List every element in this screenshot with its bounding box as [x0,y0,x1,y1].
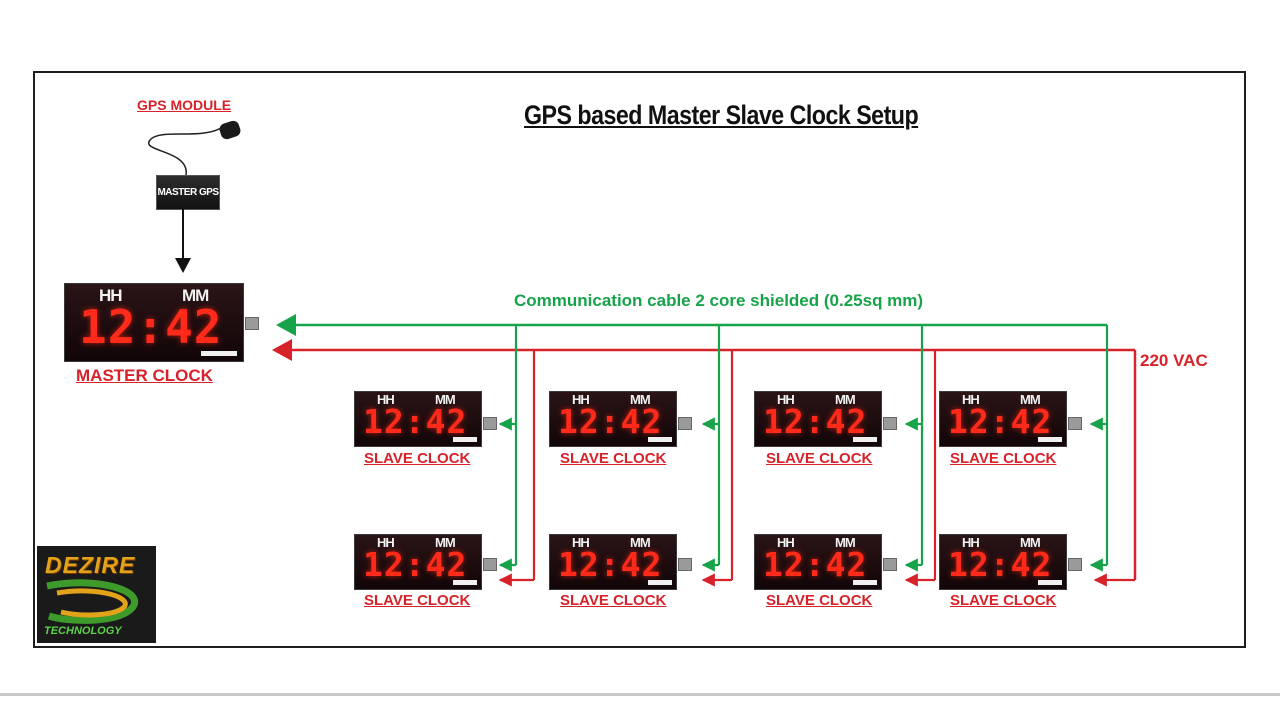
slave-clock-label: SLAVE CLOCK [950,450,1057,467]
slave-connector [1068,558,1082,571]
slave-clock-label: SLAVE CLOCK [766,592,873,609]
slave-clock-label: SLAVE CLOCK [950,592,1057,609]
slave-clock-label: SLAVE CLOCK [560,592,667,609]
gps-arrowhead [175,258,191,273]
slave-clock-sticker [1038,580,1062,585]
slave-clock-6: HH MM 12:42 [549,534,677,590]
logo-subtitle: TECHNOLOGY [44,625,122,637]
slave-connector [1068,417,1082,430]
slave-time-display: 12:42 [363,402,468,441]
slave-hh-label: HH [962,392,980,407]
slave-clock-4: HH MM 12:42 [939,391,1067,447]
communication-cable-label: Communication cable 2 core shielded (0.2… [514,291,924,310]
slave-clock-label: SLAVE CLOCK [766,450,873,467]
slave-time-display: 12:42 [363,545,468,584]
slave-hh-label: HH [777,392,795,407]
slave-clock-1: HH MM 12:42 [354,391,482,447]
slave-connector [883,558,897,571]
slave-clock-label: SLAVE CLOCK [560,450,667,467]
slave-clock-5: HH MM 12:42 [354,534,482,590]
slave-clock-label: SLAVE CLOCK [364,450,471,467]
slave-mm-label: MM [835,392,856,407]
master-clock-label: MASTER CLOCK [76,366,213,385]
slave-mm-label: MM [435,535,456,550]
slave-hh-label: HH [962,535,980,550]
logo-swoosh-icon [46,579,138,624]
slave-clock-sticker [453,437,477,442]
slave-mm-label: MM [435,392,456,407]
slave-connector [483,558,497,571]
slave-hh-label: HH [377,535,395,550]
slave-time-display: 12:42 [763,402,868,441]
slave-mm-label: MM [1020,392,1041,407]
slave-connector [678,558,692,571]
diagram-frame [33,71,1246,648]
gps-module-label: GPS MODULE [137,97,232,113]
slave-time-display: 12:42 [948,402,1053,441]
master-hh-label: HH [99,286,123,305]
slave-hh-label: HH [777,535,795,550]
slave-clock-3: HH MM 12:42 [754,391,882,447]
gps-module-box: MASTER GPS [156,175,220,210]
slave-connector [883,417,897,430]
slave-clock-sticker [648,437,672,442]
slave-mm-label: MM [835,535,856,550]
slave-clock-sticker [648,580,672,585]
company-logo: DEZIRE TECHNOLOGY [37,546,156,643]
communication-drops [498,325,1109,572]
slave-clock-sticker [853,437,877,442]
logo-name: DEZIRE [45,552,136,578]
slave-connector [483,417,497,430]
slave-clock-sticker [853,580,877,585]
slave-time-display: 12:42 [558,545,663,584]
gps-cable [147,127,222,176]
slave-time-display: 12:42 [948,545,1053,584]
power-drops [498,350,1135,587]
slave-hh-label: HH [572,535,590,550]
master-time-display: 12:42 [79,300,223,354]
master-power-arrowhead [272,339,292,361]
slave-time-display: 12:42 [763,545,868,584]
slave-mm-label: MM [630,392,651,407]
master-comm-arrowhead [276,314,296,336]
diagram-title: GPS based Master Slave Clock Setup [524,100,919,130]
master-clock: HH MM 12:42 [64,283,244,362]
master-connector [245,317,259,330]
master-mm-label: MM [182,286,209,305]
slave-clock-sticker [453,580,477,585]
slave-hh-label: HH [572,392,590,407]
power-supply-label: 220 VAC [1140,351,1208,370]
slave-clock-8: HH MM 12:42 [939,534,1067,590]
slave-time-display: 12:42 [558,402,663,441]
master-clock-sticker [201,351,237,356]
bottom-divider [0,693,1280,696]
slave-connector [678,417,692,430]
slave-clock-label: SLAVE CLOCK [364,592,471,609]
slave-clock-sticker [1038,437,1062,442]
slave-mm-label: MM [1020,535,1041,550]
slave-hh-label: HH [377,392,395,407]
slave-mm-label: MM [630,535,651,550]
slave-clock-7: HH MM 12:42 [754,534,882,590]
slave-clock-2: HH MM 12:42 [549,391,677,447]
